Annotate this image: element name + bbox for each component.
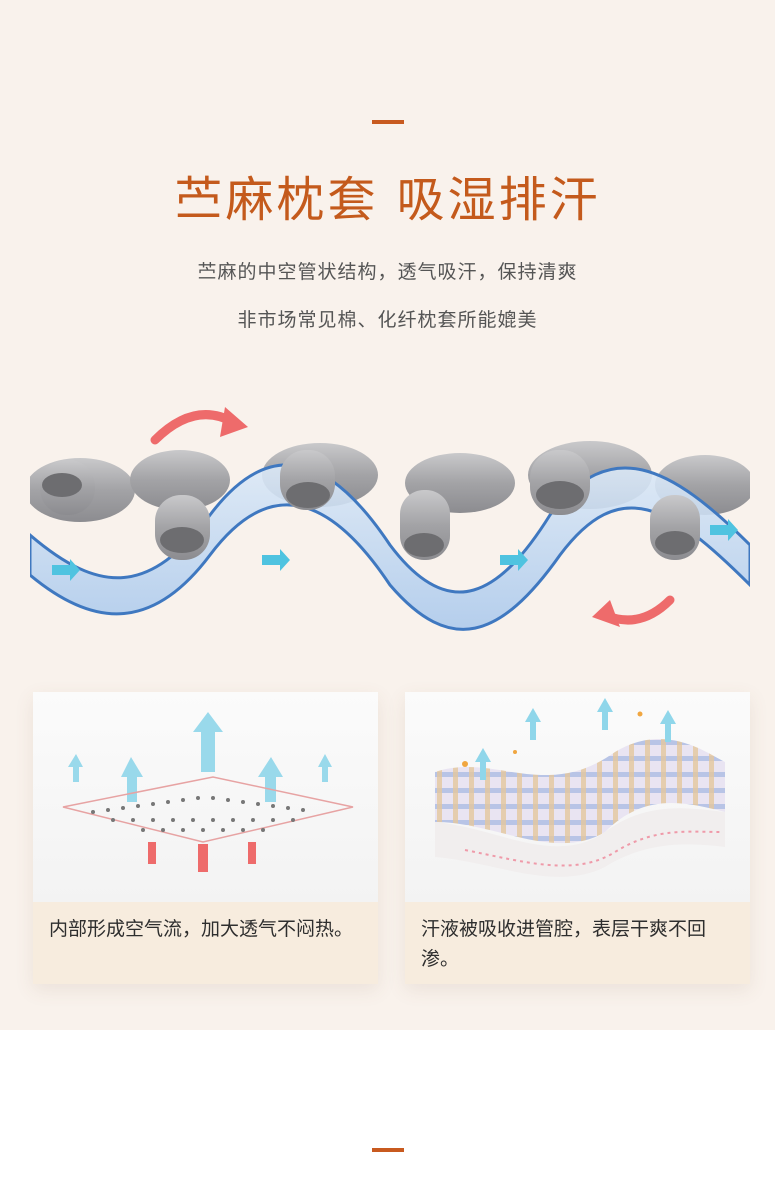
next-section [0, 1030, 775, 1200]
airflow-illustration [33, 692, 378, 902]
accent-bar [372, 1148, 404, 1152]
card-caption: 内部形成空气流，加大透气不闷热。 [33, 902, 378, 984]
card-caption: 汗液被吸收进管腔，表层干爽不回渗。 [405, 902, 750, 984]
section-subtitle-2: 非市场常见棉、化纤枕套所能媲美 [237, 309, 538, 331]
feature-section: 苎麻枕套 吸湿排汗 苎麻的中空管状结构，透气吸汗，保持清爽 非市场常见棉、化纤枕… [0, 0, 775, 1030]
section-title: 苎麻枕套 吸湿排汗 [174, 172, 601, 228]
accent-bar [372, 120, 404, 124]
flow-arrows-icon [52, 519, 738, 581]
feature-card-airflow: 内部形成空气流，加大透气不闷热。 [33, 692, 378, 984]
section-subtitle-1: 苎麻的中空管状结构，透气吸汗，保持清爽 [197, 261, 578, 283]
fabric-layer-illustration [405, 692, 750, 902]
feature-card-absorb: 汗液被吸收进管腔，表层干爽不回渗。 [405, 692, 750, 984]
fiber-illustration [30, 407, 750, 631]
fiber-tube-ends [40, 450, 700, 560]
